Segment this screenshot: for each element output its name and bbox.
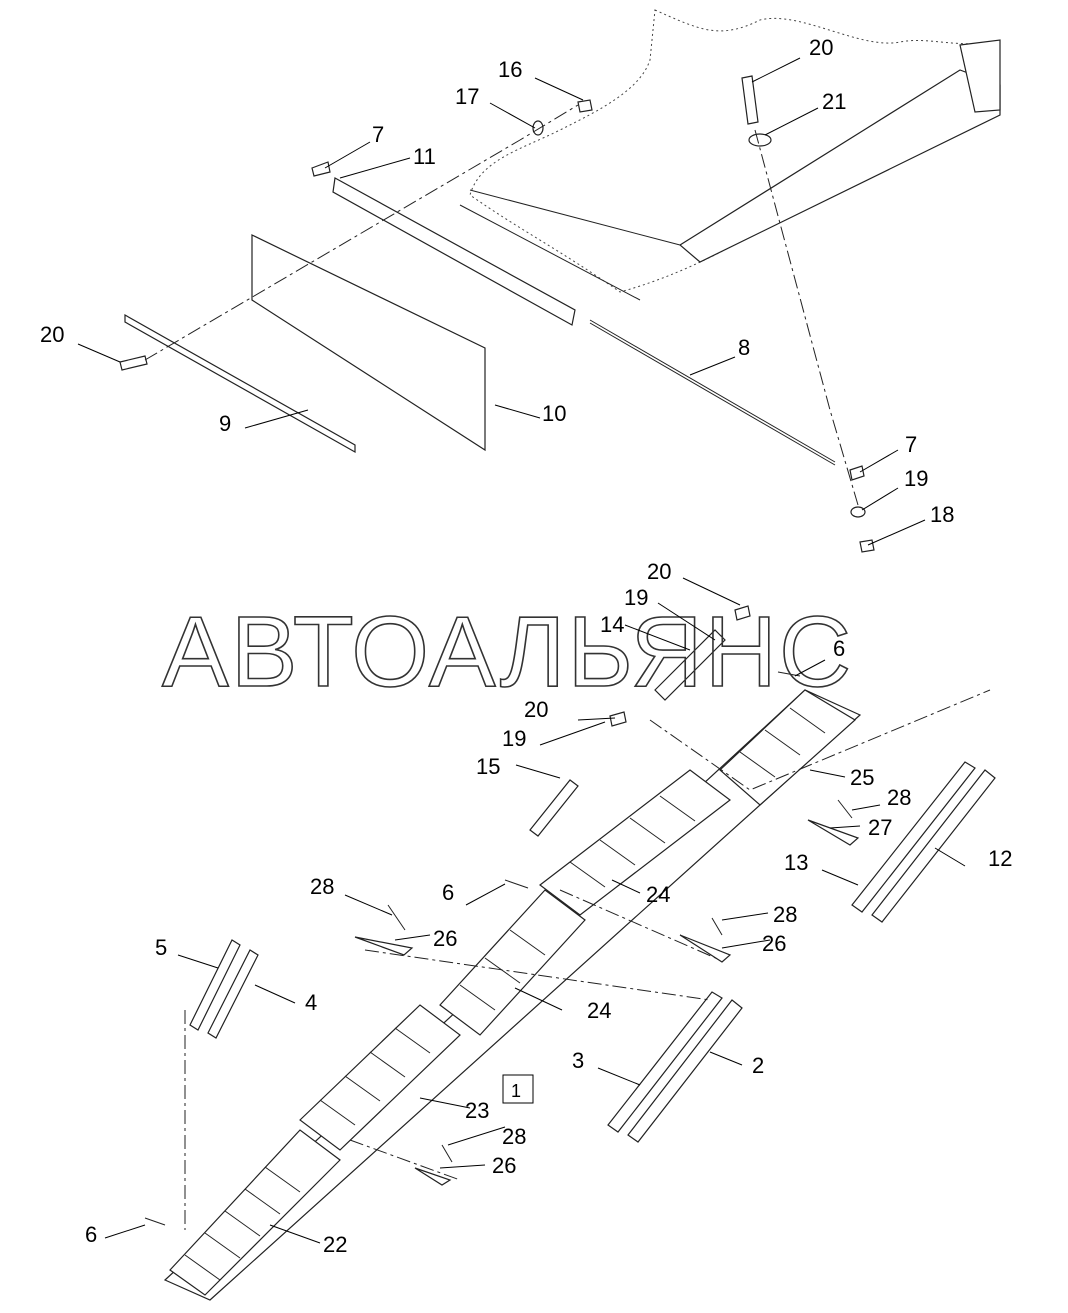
clip-28-a <box>837 799 853 819</box>
callout-28: 28 <box>887 785 911 810</box>
clip-28-b <box>711 917 723 936</box>
clip-6-mid <box>504 879 529 889</box>
callout-28: 28 <box>502 1124 526 1149</box>
bolt-20-left <box>119 355 148 371</box>
callout-6: 6 <box>442 880 454 905</box>
callout-7: 7 <box>372 122 384 147</box>
callout-2: 2 <box>752 1053 764 1078</box>
callout-16: 16 <box>498 57 522 82</box>
callout-9: 9 <box>219 411 231 436</box>
part-9-bar <box>124 313 356 454</box>
callout-labels: 16 17 7 11 20 21 20 8 9 10 7 19 18 20 19… <box>40 35 1012 1257</box>
callout-22: 22 <box>323 1232 347 1257</box>
part-14 <box>654 629 726 701</box>
part-10-panel <box>251 234 486 452</box>
strip-4 <box>207 949 259 1039</box>
callout-24: 24 <box>587 998 611 1023</box>
sieve-24-upper <box>539 769 731 916</box>
clip-6-bottom <box>144 1217 166 1226</box>
clip-28-c <box>387 904 406 931</box>
callout-21: 21 <box>822 89 846 114</box>
callout-19: 19 <box>624 585 648 610</box>
callout-13: 13 <box>784 850 808 875</box>
leader-lines <box>77 57 966 1244</box>
bolt-20-top <box>741 75 759 125</box>
callout-4: 4 <box>305 990 317 1015</box>
callout-11: 11 <box>413 144 436 169</box>
callout-5: 5 <box>155 935 167 960</box>
frame-rail <box>459 189 681 301</box>
clip-7-right <box>849 465 865 481</box>
frame-post <box>959 39 1001 113</box>
sieve-25 <box>719 689 857 806</box>
upper-assembly <box>119 9 1001 553</box>
callout-12: 12 <box>988 846 1012 871</box>
callout-3: 3 <box>572 1048 584 1073</box>
callout-6: 6 <box>85 1222 97 1247</box>
strip-13 <box>851 761 976 913</box>
strip-2 <box>627 999 743 1143</box>
sieve-24-lower <box>439 889 586 1036</box>
nut-18 <box>859 539 875 553</box>
callout-18: 18 <box>930 502 954 527</box>
callout-25: 25 <box>850 765 874 790</box>
strip-12 <box>871 769 996 923</box>
washer-17 <box>532 120 544 136</box>
washer-21 <box>748 133 772 147</box>
callout-8: 8 <box>738 335 750 360</box>
watermark-text: АВТОАЛЬЯНС <box>162 596 853 708</box>
lower-assembly <box>144 605 996 1301</box>
plate-27 <box>807 819 860 846</box>
callout-6: 6 <box>833 636 845 661</box>
plate-26-bottom <box>414 1167 452 1186</box>
bolt-20-mid <box>609 711 627 727</box>
callout-28: 28 <box>310 874 334 899</box>
plate-26-left <box>354 936 414 956</box>
callout-24: 24 <box>646 882 670 907</box>
washer-19-top <box>850 506 866 518</box>
part-15 <box>529 779 579 837</box>
strip-5 <box>189 939 241 1031</box>
sieve-slats <box>184 707 826 1281</box>
callout-10: 10 <box>542 401 566 426</box>
callout-26: 26 <box>433 926 457 951</box>
bolt-16 <box>577 99 593 113</box>
callout-19: 19 <box>904 466 928 491</box>
sieve-22 <box>169 1129 341 1296</box>
clip-7-top <box>311 161 331 177</box>
plate-26-right <box>679 934 732 963</box>
clip-28-d <box>441 1144 453 1163</box>
callout-20: 20 <box>809 35 833 60</box>
callout-20: 20 <box>524 697 548 722</box>
callout-17: 17 <box>455 84 479 109</box>
ref-box-1-label: 1 <box>511 1081 521 1101</box>
callout-19: 19 <box>502 726 526 751</box>
callout-26: 26 <box>762 931 786 956</box>
bolt-20-upper <box>734 605 751 621</box>
part-8-rod <box>589 319 836 463</box>
ref-box-1 <box>502 1074 534 1104</box>
callout-23: 23 <box>465 1098 489 1123</box>
strip-3 <box>607 991 723 1133</box>
callout-14: 14 <box>600 612 624 637</box>
callout-20: 20 <box>40 322 64 347</box>
callout-7: 7 <box>905 432 917 457</box>
callout-15: 15 <box>476 754 500 779</box>
callout-20: 20 <box>647 559 671 584</box>
callout-26: 26 <box>492 1153 516 1178</box>
callout-27: 27 <box>868 815 892 840</box>
callout-28: 28 <box>773 902 797 927</box>
